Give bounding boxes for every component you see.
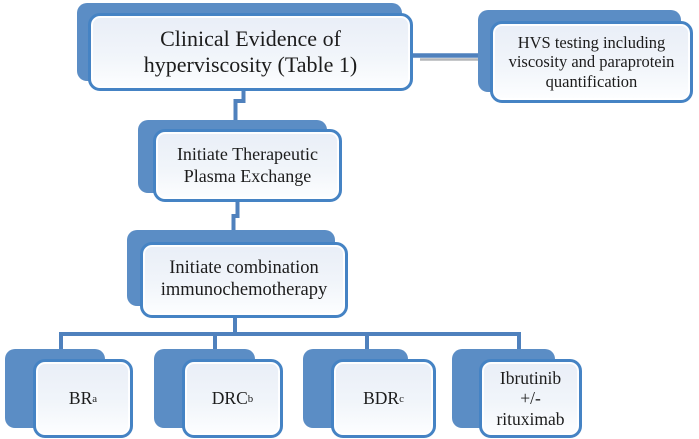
node-clinical-evidence-label: Clinical Evidence of hyperviscosity (Tab… [88,13,413,91]
node-plasma-exchange-label: Initiate Therapeutic Plasma Exchange [153,129,342,202]
node-plasma-exchange: Initiate Therapeutic Plasma Exchange [138,120,342,202]
node-clinical-evidence: Clinical Evidence of hyperviscosity (Tab… [77,3,413,91]
connector-branch-rail [59,332,521,352]
node-hvs-testing-label: HVS testing including viscosity and para… [490,21,693,103]
option-text: Ibrutinib +/- rituximab [496,367,565,429]
node-option-ibrutinib: Ibrutinib +/- rituximab [452,349,582,438]
connector-plasma-to-combo [231,200,240,232]
option-text: BDR [363,388,400,409]
node-hvs-testing: HVS testing including viscosity and para… [478,10,693,103]
option-text: DRC [211,388,248,409]
connector-clinical-to-plasma [233,88,246,122]
option-text: BR [68,388,93,409]
node-option-ibrutinib-label: Ibrutinib +/- rituximab [479,359,582,438]
node-immunochemotherapy-label: Initiate combination immunochemotherapy [140,242,348,318]
node-immunochemotherapy: Initiate combination immunochemotherapy [127,230,348,318]
